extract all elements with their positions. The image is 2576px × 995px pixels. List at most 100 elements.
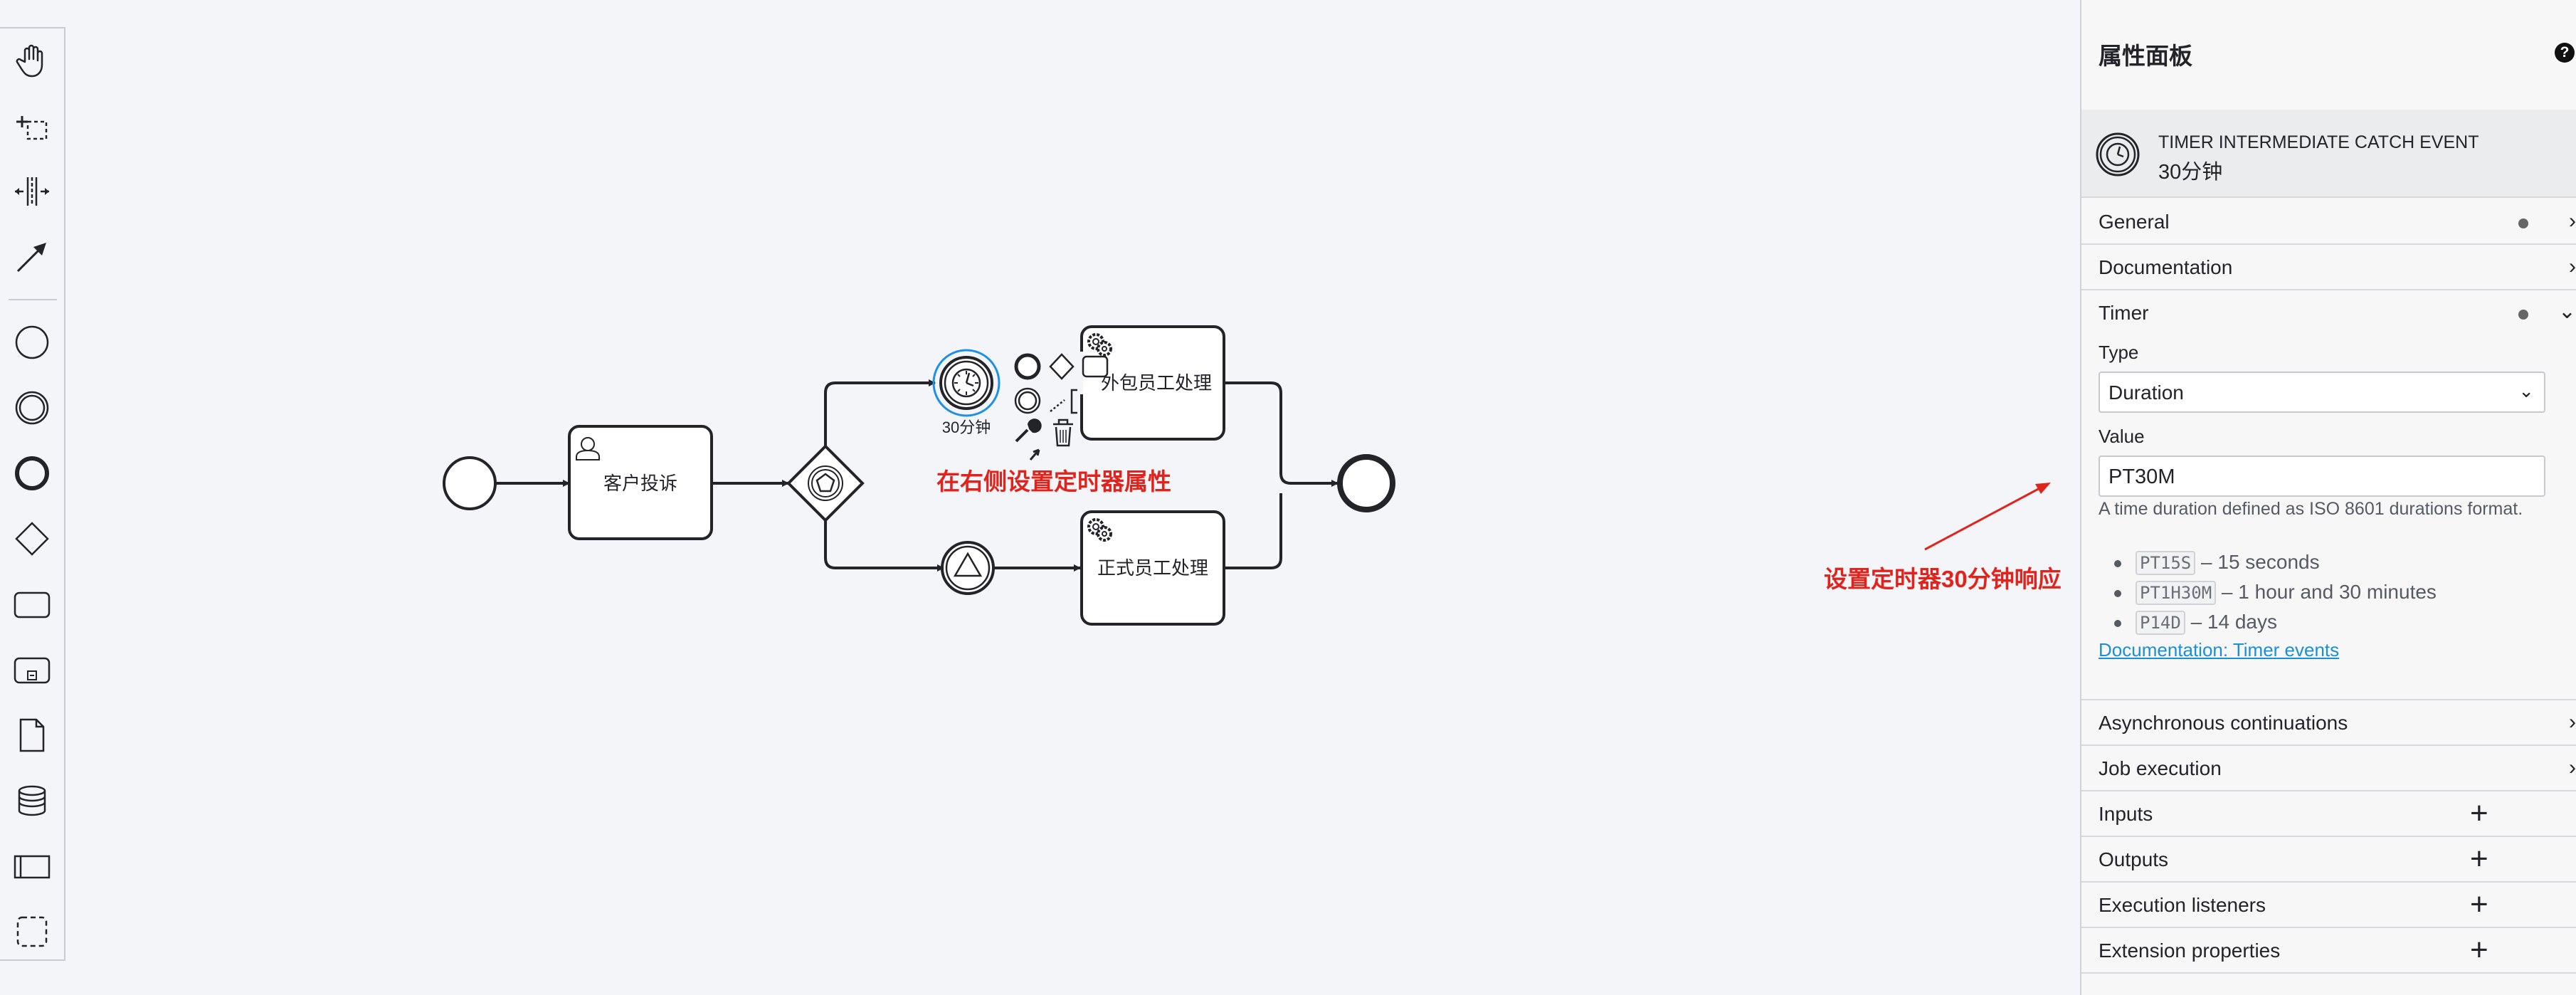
signal-triangle-icon [953,552,983,577]
add-listener-plus-icon[interactable]: + [2470,887,2488,922]
task-outsource-label: 外包员工处理 [1101,372,1212,394]
group-job-execution[interactable]: Job execution › [2081,746,2576,791]
annotation-arrow [1924,485,2044,551]
chevron-right-icon[interactable]: › [2569,756,2576,779]
data-marker-icon [2518,310,2528,320]
global-connect-tool-icon[interactable] [7,232,57,282]
space-tool-icon[interactable] [7,167,57,216]
help-icon[interactable]: ? [2555,43,2575,63]
gateway-icon[interactable] [7,514,57,564]
append-intermediate-event-icon[interactable] [1014,387,1041,414]
append-gateway-icon[interactable] [1049,353,1075,380]
delete-trash-icon[interactable] [1053,418,1073,447]
text-annotation-icon[interactable] [1070,389,1077,414]
panel-title: 属性面板 [2099,43,2192,69]
group-exec-listeners-label: Execution listeners [2099,894,2266,916]
event-based-gateway[interactable] [786,444,865,522]
example-code: PT15S [2136,551,2196,575]
group-documentation-label: Documentation [2099,256,2233,278]
chevron-right-icon[interactable]: › [2569,255,2576,278]
data-object-icon[interactable] [7,710,57,760]
flow-gateway-to-timer[interactable] [824,379,936,446]
diagram-canvas[interactable]: 客户投诉 30分钟 [0,0,2081,995]
change-type-wrench-icon[interactable] [1015,418,1042,443]
data-store-icon[interactable] [7,776,57,826]
append-task-icon[interactable] [1082,355,1109,378]
group-timer[interactable]: Timer ⌄ [2081,290,2576,336]
chevron-right-icon[interactable]: › [2569,710,2576,734]
task-regular-handling[interactable]: 正式员工处理 [1080,510,1225,626]
group-job-label: Job execution [2099,757,2222,779]
signal-intermediate-catch-event[interactable] [941,541,995,595]
chevron-down-icon[interactable]: ⌄ [2557,300,2576,323]
context-pad [1014,352,1109,460]
selection-outline [932,349,1001,417]
add-output-plus-icon[interactable]: + [2470,841,2488,876]
connect-association-icon[interactable] [1050,399,1065,412]
example-text: – 14 days [2185,611,2277,633]
group-timer-label: Timer [2099,302,2149,324]
timer-documentation-link[interactable]: Documentation: Timer events [2099,639,2340,660]
group-extension-properties[interactable]: Extension properties + [2081,928,2576,974]
canvas-annotation-text: 在右侧设置定时器属性 [936,468,1171,495]
group-execution-listeners[interactable]: Execution listeners + [2081,883,2576,928]
task-outsource-handling[interactable]: 外包员工处理 [1080,325,1225,441]
bullet-icon [2114,619,2121,627]
bullet-icon [2114,559,2121,567]
group-icon[interactable] [7,907,57,957]
group-inputs[interactable]: Inputs + [2081,791,2576,837]
lasso-tool-icon[interactable] [7,101,57,151]
connect-arrow-icon[interactable] [1029,448,1040,460]
group-ext-props-label: Extension properties [2099,939,2281,962]
service-task-icon [1087,518,1112,542]
group-inputs-label: Inputs [2099,803,2153,825]
flow-gateway-to-signal[interactable] [824,520,944,572]
timer-value-text: PT30M [2108,465,2175,488]
flow-outsource-to-end[interactable] [1224,381,1339,487]
start-event[interactable] [443,456,497,510]
task-customer-complaint[interactable]: 客户投诉 [568,425,713,540]
element-header: TIMER INTERMEDIATE CATCH EVENT 30分钟 [2081,110,2576,198]
group-outputs[interactable]: Outputs + [2081,837,2576,883]
annotation-arrowhead [2035,483,2051,494]
element-name: 30分钟 [2158,161,2223,184]
clock-icon [951,368,981,398]
start-event-icon[interactable] [7,317,57,367]
add-input-plus-icon[interactable]: + [2470,796,2488,831]
append-end-event-icon[interactable] [1014,353,1041,380]
group-async-label: Asynchronous continuations [2099,712,2348,734]
example-item: PT1H30M – 1 hour and 30 minutes [2099,581,2437,605]
bpmn-diagram: 客户投诉 30分钟 [443,325,2051,626]
add-extension-plus-icon[interactable]: + [2470,932,2488,967]
subprocess-icon[interactable] [7,645,57,695]
chevron-down-icon: ⌄ [2518,380,2534,401]
example-item: PT15S – 15 seconds [2099,551,2320,575]
service-task-icon [1087,333,1112,357]
group-documentation[interactable]: Documentation › [2081,245,2576,290]
end-event-icon[interactable] [7,448,57,498]
palette-separator [9,299,57,300]
group-general-label: General [2099,211,2170,233]
hand-tool-icon[interactable] [7,36,57,85]
intermediate-event-icon[interactable] [7,383,57,433]
tool-palette [0,27,65,961]
timer-intermediate-catch-event[interactable]: 30分钟 [932,349,1001,436]
timer-value-input[interactable]: PT30M [2099,456,2545,497]
timer-event-icon [2096,132,2140,177]
example-text: – 1 hour and 30 minutes [2216,581,2437,603]
task-complaint-label: 客户投诉 [603,473,677,494]
flow-regular-to-end[interactable] [1224,493,1282,569]
data-marker-icon [2518,219,2528,228]
sequence-flows [495,379,1339,572]
pool-icon[interactable] [7,841,57,891]
end-event[interactable] [1337,454,1395,512]
bullet-icon [2114,589,2121,597]
group-general[interactable]: General › [2081,199,2576,245]
properties-panel: 属性面板 ? TIMER INTERMEDIATE CATCH EVENT 30… [2080,0,2576,995]
timer-type-select[interactable]: Duration ⌄ [2099,372,2545,413]
chevron-right-icon[interactable]: › [2569,209,2576,233]
user-task-icon [576,437,600,460]
group-async-continuations[interactable]: Asynchronous continuations › [2081,700,2576,746]
task-icon[interactable] [7,579,57,629]
timer-group-body: Type Duration ⌄ Value PT30M A time durat… [2081,337,2576,700]
